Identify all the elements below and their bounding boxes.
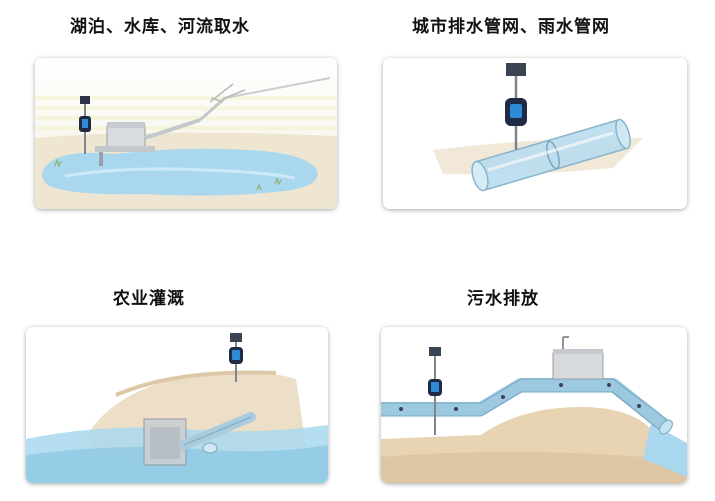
lake-intake-illustration	[35, 58, 337, 209]
embankment-top	[115, 370, 277, 397]
panel-city-drainage	[383, 58, 687, 209]
sewage-illustration	[381, 327, 687, 483]
ground-mound-shade	[381, 451, 687, 483]
panel-lake-intake	[35, 58, 337, 209]
lake-highlight	[64, 167, 296, 180]
flow-meter	[229, 333, 243, 382]
panel-title-city-drainage: 城市排水管网、雨水管网	[412, 17, 610, 37]
treatment-unit	[552, 336, 604, 380]
irrigation-illustration	[26, 327, 328, 483]
grass-tufts	[54, 158, 282, 191]
outfall-water	[643, 423, 687, 477]
lake-water	[41, 148, 318, 196]
panel-irrigation	[26, 327, 328, 483]
intake-structure	[95, 77, 331, 166]
sewage-pipe	[381, 378, 673, 435]
panel-title-irrigation: 农业灌溉	[113, 289, 185, 309]
panel-title-sewage: 污水排放	[467, 289, 539, 309]
flow-meter	[428, 347, 442, 435]
flow-meter	[505, 63, 527, 150]
drain-pipe	[471, 118, 631, 192]
flow-meter	[79, 96, 91, 154]
panel-sewage	[381, 327, 687, 483]
city-drainage-illustration	[383, 58, 687, 209]
pump-box	[143, 418, 187, 466]
hazy-bands	[35, 96, 337, 130]
irrigation-pipe-outline	[183, 416, 252, 446]
panel-title-lake-intake: 湖泊、水库、河流取水	[70, 17, 250, 37]
